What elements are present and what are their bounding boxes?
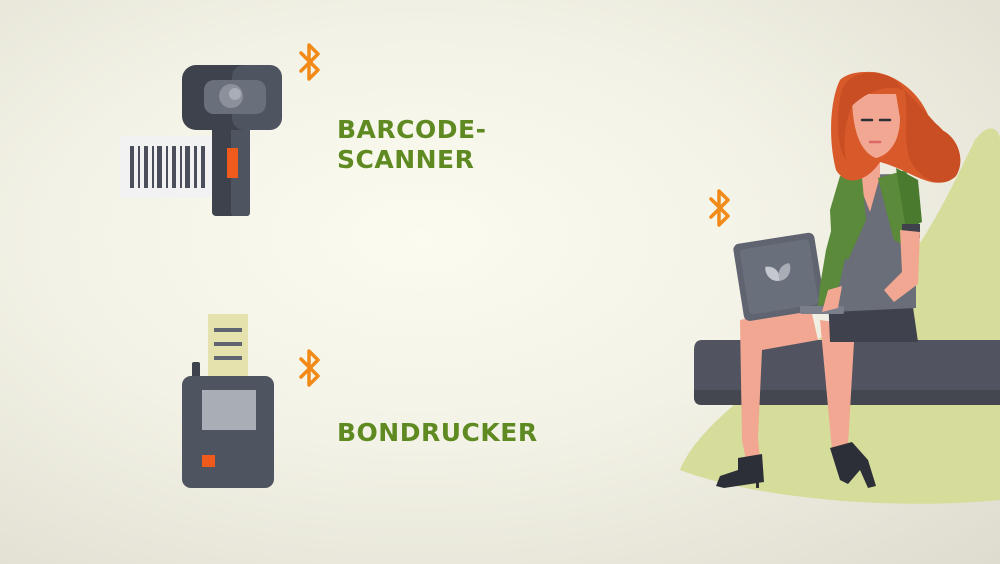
barcode-scanner-label-line1: BARCODE-: [337, 115, 487, 144]
bluetooth-icon: [709, 189, 730, 227]
barcode-scanner-label: BARCODE- SCANNER: [337, 115, 486, 175]
woman-with-laptop: [694, 71, 1000, 488]
barcode-scanner-icon: [120, 65, 282, 216]
barcode-scanner-label-line2: SCANNER: [337, 145, 475, 174]
leaf-logo-icon: [765, 263, 791, 281]
bluetooth-icon: [299, 43, 320, 81]
laptop: [733, 232, 825, 321]
receipt-printer-label: BONDRUCKER: [337, 418, 538, 447]
bluetooth-icon: [299, 349, 320, 387]
receipt-printer-icon: [182, 314, 274, 488]
